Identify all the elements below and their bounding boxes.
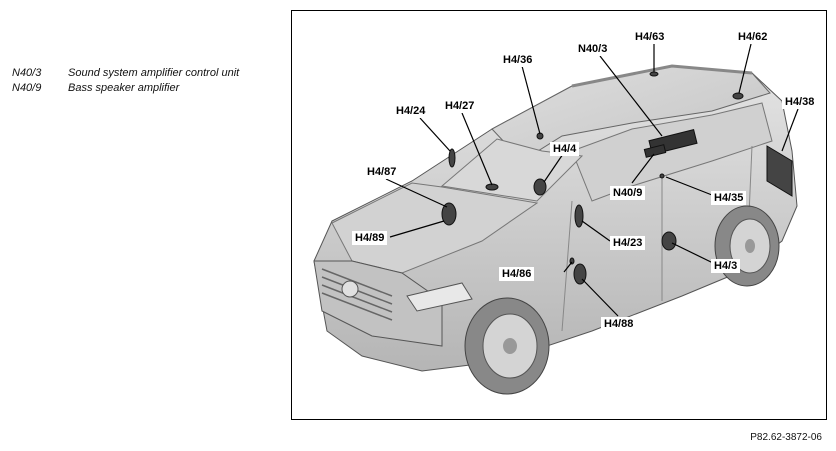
rear-wheel <box>714 205 780 287</box>
legend: N40/3 Sound system amplifier control uni… <box>12 66 239 96</box>
callout-h4-38: H4/38 <box>782 95 818 109</box>
callout-h4-23: H4/23 <box>610 236 646 250</box>
callout-h4-27: H4/27 <box>442 99 478 113</box>
legend-row: N40/3 Sound system amplifier control uni… <box>12 66 239 81</box>
legend-description: Sound system amplifier control unit <box>68 67 240 79</box>
callout-h4-89: H4/89 <box>352 231 388 245</box>
callout-h4-62: H4/62 <box>735 30 771 44</box>
leader-lines <box>385 43 799 317</box>
speaker-components <box>441 71 793 285</box>
callout-h4-4: H4/4 <box>550 142 580 156</box>
callout-n40-9: N40/9 <box>610 186 646 200</box>
diagram-frame: H4/63 H4/62 N40/3 H4/36 H4/38 H4/24 H4/2… <box>291 10 827 420</box>
callout-h4-87: H4/87 <box>364 165 400 179</box>
amplifier-unit <box>643 129 698 158</box>
roof-rail <box>571 64 753 88</box>
legend-code: N40/3 <box>12 67 42 79</box>
legend-code: N40/9 <box>12 82 42 94</box>
figure-reference: P82.62-3872-06 <box>750 432 822 443</box>
callout-h4-88: H4/88 <box>601 317 637 331</box>
front-wheel <box>464 297 550 395</box>
callout-h4-36: H4/36 <box>500 53 536 67</box>
car-illustration <box>313 43 799 395</box>
callout-h4-86: H4/86 <box>499 267 535 281</box>
callout-h4-63: H4/63 <box>632 30 668 44</box>
legend-description: Bass speaker amplifier <box>68 82 180 94</box>
legend-row: N40/9 Bass speaker amplifier <box>12 81 239 96</box>
side-windows <box>571 102 773 202</box>
callout-h4-35: H4/35 <box>711 191 747 205</box>
callout-n40-3: N40/3 <box>575 42 611 56</box>
callout-h4-3: H4/3 <box>711 259 741 273</box>
callout-h4-24: H4/24 <box>393 104 429 118</box>
brand-emblem <box>341 280 359 298</box>
headlight <box>406 282 473 312</box>
